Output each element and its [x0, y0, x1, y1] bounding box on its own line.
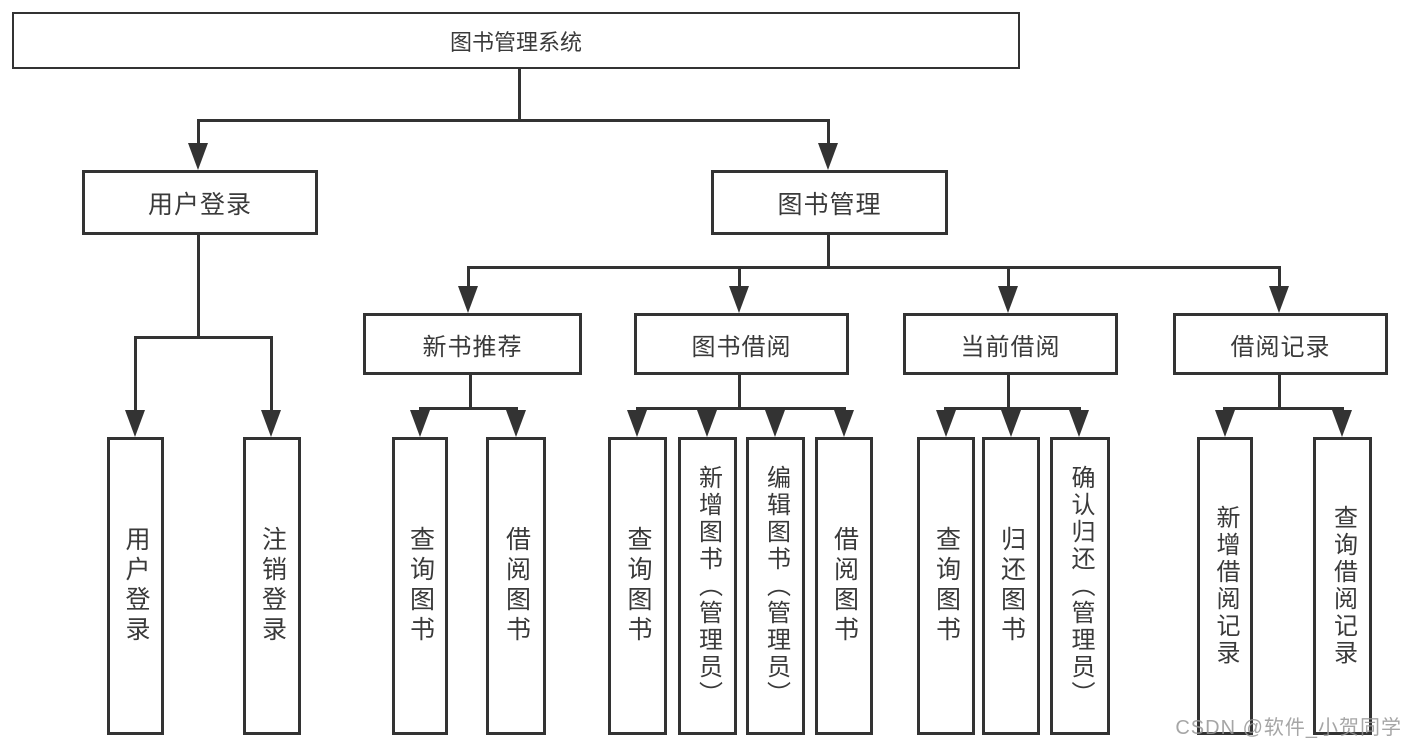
connector-line [1223, 407, 1344, 410]
leaf-query-borrow-record: 查询借阅记录 [1313, 437, 1372, 735]
arrowhead-down-icon [125, 410, 145, 437]
node-new-book-recommend: 新书推荐 [363, 313, 582, 375]
arrowhead-down-icon [729, 286, 749, 313]
arrowhead-down-icon [1069, 410, 1089, 437]
arrowhead-down-icon [627, 410, 647, 437]
arrowhead-down-icon [1332, 410, 1352, 437]
connector-line [827, 119, 830, 147]
leaf-borrow-books: 借阅图书 [815, 437, 873, 735]
arrowhead-down-icon [1215, 410, 1235, 437]
leaf-query-books-current: 查询图书 [917, 437, 975, 735]
leaf-user-login: 用户登录 [107, 437, 164, 735]
arrowhead-down-icon [410, 410, 430, 437]
connector-line [197, 119, 200, 147]
connector-line [419, 407, 518, 410]
connector-line [1007, 375, 1010, 409]
arrowhead-down-icon [506, 410, 526, 437]
arrowhead-down-icon [765, 410, 785, 437]
leaf-logout: 注销登录 [243, 437, 301, 735]
connector-line [467, 266, 470, 289]
connector-line [134, 336, 137, 413]
arrowhead-down-icon [1269, 286, 1289, 313]
arrowhead-down-icon [936, 410, 956, 437]
arrowhead-down-icon [1001, 410, 1021, 437]
leaf-add-book-admin: 新增图书（管理员） [678, 437, 737, 735]
leaf-query-books-recommend: 查询图书 [392, 437, 448, 735]
connector-line [1278, 375, 1281, 409]
connector-line [738, 375, 741, 409]
connector-line [738, 266, 741, 289]
leaf-confirm-return-admin: 确认归还（管理员） [1050, 437, 1110, 735]
arrowhead-down-icon [834, 410, 854, 437]
arrowhead-down-icon [188, 143, 208, 170]
arrowhead-down-icon [261, 410, 281, 437]
connector-line [197, 119, 830, 122]
leaf-borrow-books-recommend: 借阅图书 [486, 437, 546, 735]
node-book-management: 图书管理 [711, 170, 948, 235]
connector-line [944, 407, 1081, 410]
connector-line [467, 266, 1281, 269]
leaf-query-books-borrowing: 查询图书 [608, 437, 667, 735]
arrowhead-down-icon [697, 410, 717, 437]
node-borrow-records: 借阅记录 [1173, 313, 1388, 375]
arrowhead-down-icon [458, 286, 478, 313]
connector-line [827, 235, 830, 269]
node-book-borrowing: 图书借阅 [634, 313, 849, 375]
connector-line [197, 235, 200, 339]
arrowhead-down-icon [818, 143, 838, 170]
connector-line [1007, 266, 1010, 289]
watermark: CSDN @软件_小贺同学 [1175, 717, 1402, 739]
leaf-edit-book-admin: 编辑图书（管理员） [746, 437, 805, 735]
leaf-add-borrow-record: 新增借阅记录 [1197, 437, 1253, 735]
connector-line [636, 407, 846, 410]
connector-line [1278, 266, 1281, 289]
connector-line [270, 336, 273, 413]
node-user-login: 用户登录 [82, 170, 318, 235]
node-library-system: 图书管理系统 [12, 12, 1020, 69]
connector-line [134, 336, 273, 339]
leaf-return-book: 归还图书 [982, 437, 1040, 735]
connector-line [469, 375, 472, 409]
connector-line [518, 69, 521, 121]
node-current-borrowing: 当前借阅 [903, 313, 1118, 375]
arrowhead-down-icon [998, 286, 1018, 313]
